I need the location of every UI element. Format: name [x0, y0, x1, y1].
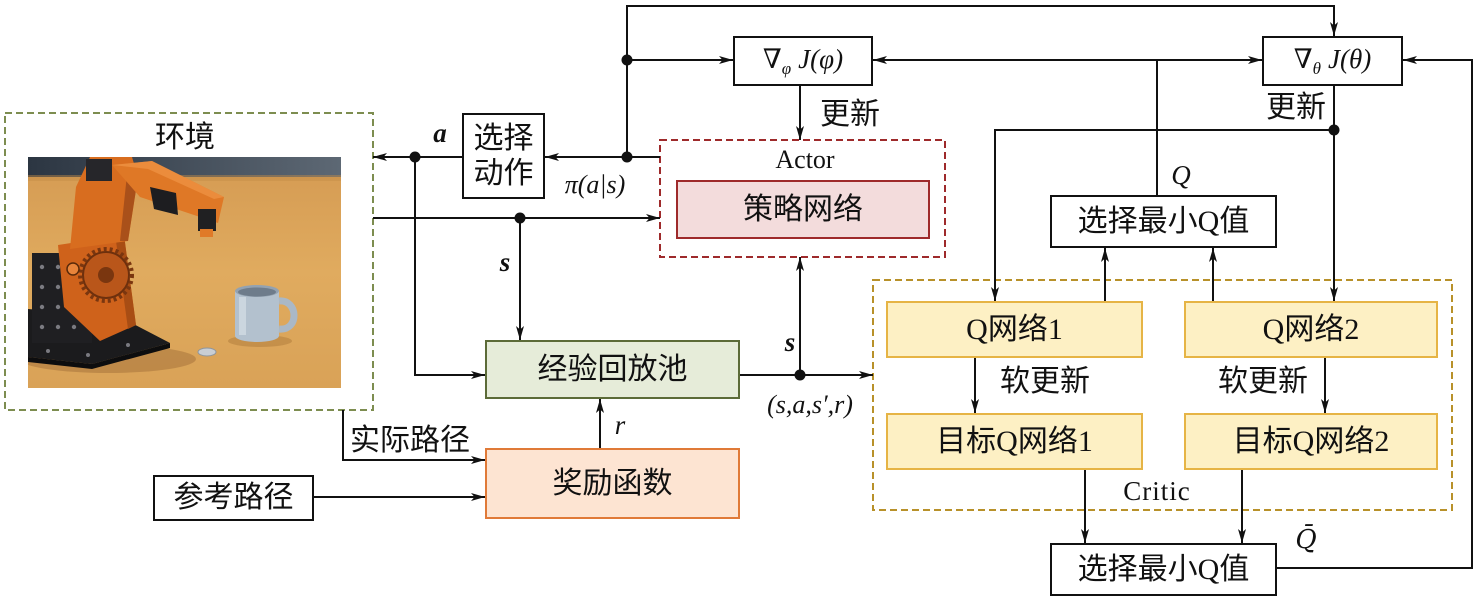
select-min-q-box-upper: 选择最小Q值: [1050, 195, 1277, 248]
critic-gradient-objective: J(θ): [1327, 43, 1372, 74]
robot-gripper: [198, 209, 216, 231]
critic-update-label: 更新: [1266, 91, 1326, 124]
actor-update-label: 更新: [820, 98, 880, 131]
environment-region: [4, 112, 374, 411]
arrow-actual-path-to-reward: [342, 410, 485, 464]
environment-render: [28, 157, 341, 388]
junction-dot: [409, 151, 421, 163]
select-action-box: 选择 动作: [462, 113, 545, 199]
target-q-network-1-box: 目标Q网络1: [886, 413, 1143, 470]
reward-label: r: [614, 410, 626, 440]
mug: [228, 285, 298, 347]
environment-title: 环境: [155, 121, 215, 154]
arrow-critic-update-q1: [991, 129, 1334, 301]
state-label-to-buffer: s: [499, 247, 511, 277]
junction-dot: [514, 212, 526, 224]
robot-gear: [78, 247, 134, 303]
replay-buffer-box: 经验回放池: [485, 340, 740, 399]
soft-update-label-2: 软更新: [1218, 365, 1308, 398]
critic-gradient-subscript: θ: [1312, 58, 1321, 78]
actor-gradient-objective: J(φ): [798, 43, 844, 74]
actor-gradient-subscript: φ: [781, 58, 792, 78]
reward-function-box: 奖励函数: [485, 448, 740, 519]
nabla-symbol: ∇: [1293, 43, 1313, 74]
junction-dot: [621, 54, 633, 66]
transition-label: (s,a,s′,r): [767, 390, 853, 419]
small-disc: [197, 347, 217, 357]
junction-dot: [1328, 124, 1340, 136]
state-label-to-actor: s: [784, 327, 796, 357]
arrow-policy-to-critic-gradient: [626, 5, 1338, 157]
q-network-2-box: Q网络2: [1184, 301, 1438, 358]
actual-path-label: 实际路径: [350, 424, 470, 457]
policy-network-box: 策略网络: [676, 180, 930, 239]
target-q-network-2-box: 目标Q网络2: [1184, 413, 1438, 470]
q-network-1-box: Q网络1: [886, 301, 1143, 358]
select-min-q-box-lower: 选择最小Q值: [1050, 543, 1277, 596]
junction-dot: [621, 151, 633, 163]
critic-gradient-box: ∇θ J(θ): [1262, 36, 1403, 86]
select-action-line-1: 选择: [473, 122, 534, 155]
actor-gradient-box: ∇φ J(φ): [733, 36, 873, 86]
soft-update-label-1: 软更新: [1000, 365, 1090, 398]
junction-dot: [794, 369, 806, 381]
robot-arm: [28, 157, 224, 373]
target-q-value-label: Q̄: [1295, 525, 1317, 555]
arrow-action-to-replay-buffer: [414, 157, 485, 379]
reference-path-box: 参考路径: [153, 475, 314, 521]
arrow-target-min-q-to-critic-gradient: [1277, 56, 1473, 569]
actor-title: Actor: [775, 145, 835, 174]
critic-region: [872, 279, 1453, 511]
select-action-line-2: 动作: [473, 157, 534, 190]
action-label: a: [433, 118, 447, 148]
background-sky: [28, 157, 341, 177]
critic-title: Critic: [1123, 476, 1191, 506]
nabla-symbol: ∇: [762, 43, 782, 74]
q-value-label: Q: [1171, 160, 1191, 190]
policy-output-label: π(a|s): [564, 170, 626, 199]
